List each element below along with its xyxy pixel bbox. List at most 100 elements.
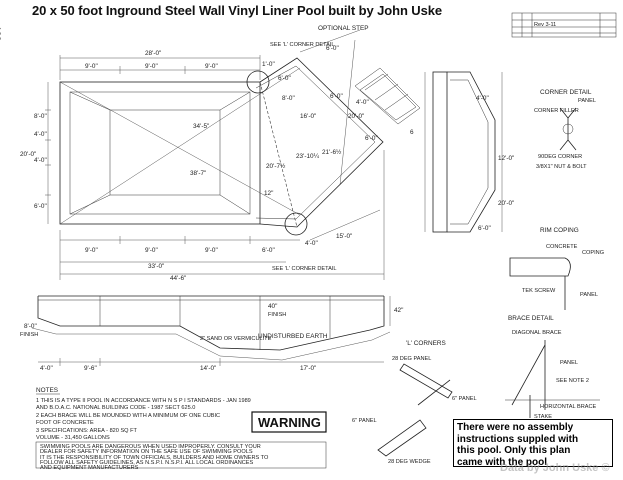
caution-line-3: IT IS THE RESPONSIBILITY OF TOWN OFFICIA… — [40, 455, 269, 461]
dim-15: 15'-0" — [336, 233, 352, 240]
note-line-4: FOOT OF CONCRETE — [36, 420, 94, 426]
warning-label: WARNING — [258, 415, 321, 430]
note-line-6: VOLUME - 31,450 GALLONS — [36, 435, 110, 441]
sec-42: 42" — [394, 307, 403, 314]
notes-block: NOTES 1 THIS IS A TYPE II POOL IN ACCORD… — [35, 387, 327, 471]
note-line-5: 3 SPECIFICATIONS: AREA - 820 SQ FT — [36, 428, 138, 434]
sec-8: 8'-0" — [24, 323, 37, 330]
elev-4a: 4'-0" — [476, 95, 489, 102]
corner-detail: CORNER DETAIL PANEL CORNER FILLER 90DEG … — [534, 89, 596, 170]
dim-4a: 4'-0" — [34, 131, 47, 138]
dim-8b: 8'-0" — [282, 95, 295, 102]
sec-4: 4'-0" — [40, 365, 53, 372]
dim-9f: 9'-0" — [205, 247, 218, 254]
corner-filler-label: CORNER FILLER — [534, 108, 579, 114]
see-l-corner-top: SEE 'L' CORNER DETAIL — [270, 42, 335, 48]
caution-line-5: AND EQUIPMENT MANUFACTURERS — [40, 465, 139, 471]
caution-line-4: FOLLOW ALL SAFETY GUIDELINES, AS N.S.P.I… — [40, 460, 254, 466]
sec-9-6: 9'-6" — [84, 365, 97, 372]
dim-6h: 6 — [410, 129, 414, 136]
rim-coping-detail: RIM COPING CONCRETE COPING TEK SCREW PAN… — [509, 227, 604, 310]
l-corner-callout-top — [246, 70, 270, 94]
sec-sand: 2" SAND OR VERMICULITE — [200, 336, 272, 342]
dim-23-10: 23'-10¼ — [296, 153, 320, 160]
annotation-box: There were no assembly instructions supp… — [453, 419, 613, 468]
panel-bd-label: PANEL — [560, 360, 578, 366]
dim-12in: 12" — [264, 190, 273, 197]
deg-panel-28-label: 28 DEG PANEL — [392, 356, 431, 362]
panel-6b-label: 6" PANEL — [352, 418, 377, 424]
elev-6: 6'-0" — [478, 225, 491, 232]
pool-plan-view: OPTIONAL STEP SEE 'L' CORNER DETAIL SEE … — [20, 25, 421, 282]
tek-screw-label: TEK SCREW — [522, 288, 556, 294]
dim-16: 16'-0" — [300, 113, 316, 120]
deg-corner-label: 90DEG CORNER — [538, 154, 582, 160]
see-l-corner-bottom: SEE 'L' CORNER DETAIL — [272, 266, 337, 272]
note-line-2: AND B.O.A.C. NATIONAL BUILDING CODE - 19… — [36, 405, 195, 411]
note-line-1: 1 THIS IS A TYPE II POOL IN ACCORDANCE W… — [36, 398, 251, 404]
brace-detail-title: BRACE DETAIL — [508, 315, 554, 322]
deg-wedge-28-label: 28 DEG WEDGE — [388, 459, 431, 465]
dim-9b: 9'-0" — [145, 63, 158, 70]
dim-20b: 20'-0" — [348, 113, 364, 120]
dim-4b: 4'-0" — [34, 157, 47, 164]
dim-9a: 9'-0" — [85, 63, 98, 70]
revision-entry: Rev 3-11 — [534, 22, 556, 28]
corner-detail-panel: PANEL — [578, 98, 596, 104]
page-title: 20 x 50 foot Inground Steel Wall Vinyl L… — [32, 3, 442, 18]
dim-6b: 6'-0" — [34, 203, 47, 210]
panel-rc-label: PANEL — [580, 292, 598, 298]
dim-44-6: 44'-6" — [170, 275, 186, 282]
l-corners-title: 'L' CORNERS — [406, 340, 446, 347]
dim-4d: 4'-0" — [356, 99, 369, 106]
dim-6c: 6'-0" — [278, 75, 291, 82]
dim-9d: 9'-0" — [85, 247, 98, 254]
sec-40: 40" — [268, 303, 277, 310]
credit-watermark: Data by John Uske © — [500, 462, 610, 474]
caution-line-2: DEALER FOR SAFETY INFORMATION ON THE SAF… — [40, 449, 253, 455]
sec-finish: FINISH — [268, 312, 286, 318]
side-elevation: 4'-0" 12'-0" 20'-0" 6'-0" — [424, 71, 514, 233]
elev-20: 20'-0" — [498, 200, 514, 207]
note-line-3: 2 EACH BRACE WILL BE MOUNDED WITH A MINI… — [36, 413, 220, 419]
dim-33: 33'-0" — [148, 263, 164, 270]
panel-6a-label: 6" PANEL — [452, 396, 477, 402]
coping-label: COPING — [582, 250, 604, 256]
l-corners-detail: 'L' CORNERS 28 DEG PANEL 6" PANEL 6" PAN… — [352, 340, 477, 465]
nut-bolt-label: 3/8X1" NUT & BOLT — [536, 164, 587, 170]
dim-38-7: 38'-7" — [190, 170, 206, 177]
horizontal-brace-label: HORIZONTAL BRACE — [540, 404, 597, 410]
dim-8: 8'-0" — [34, 113, 47, 120]
dim-28: 28'-0" — [145, 50, 161, 57]
brace-detail: BRACE DETAIL DIAGONAL BRACE PANEL SEE NO… — [505, 315, 600, 420]
corner-detail-title: CORNER DETAIL — [540, 89, 592, 96]
dim-6f: 6'-0" — [365, 135, 378, 142]
sec-finish2: FINISH — [20, 332, 38, 338]
dim-1: 1'-0" — [262, 61, 275, 68]
dim-6e: 6'-0" — [330, 93, 343, 100]
dim-6a: 6'-0" — [326, 45, 339, 52]
elev-12: 12'-0" — [498, 155, 514, 162]
rim-coping-title: RIM COPING — [540, 227, 579, 234]
dim-9c: 9'-0" — [205, 63, 218, 70]
l-corner-callout-bottom — [284, 212, 308, 236]
diagonal-brace-label: DIAGONAL BRACE — [512, 330, 562, 336]
sec-earth: UNDISTURBED EARTH — [258, 333, 328, 340]
concrete-label: CONCRETE — [546, 244, 578, 250]
dim-20: 20'-0" — [20, 151, 36, 158]
optional-step-label: OPTIONAL STEP — [318, 25, 369, 32]
see-note-2-label: SEE NOTE 2 — [556, 378, 589, 384]
dim-6d: 6'-0" — [262, 247, 275, 254]
dim-9e: 9'-0" — [145, 247, 158, 254]
dim-4c: 4'-0" — [305, 240, 318, 247]
dim-20-7: 20'-7½ — [266, 162, 286, 170]
caution-line-1: SWIMMING POOLS ARE DANGEROUS WHEN USED I… — [40, 444, 261, 450]
sec-14: 14'-0" — [200, 365, 216, 372]
dim-21-6: 21'-6½ — [322, 148, 342, 156]
revision-block: Rev 3-11 — [511, 12, 617, 38]
notes-heading: NOTES — [36, 387, 58, 394]
stake-label: STAKE — [534, 414, 552, 420]
sec-17: 17'-0" — [300, 365, 316, 372]
